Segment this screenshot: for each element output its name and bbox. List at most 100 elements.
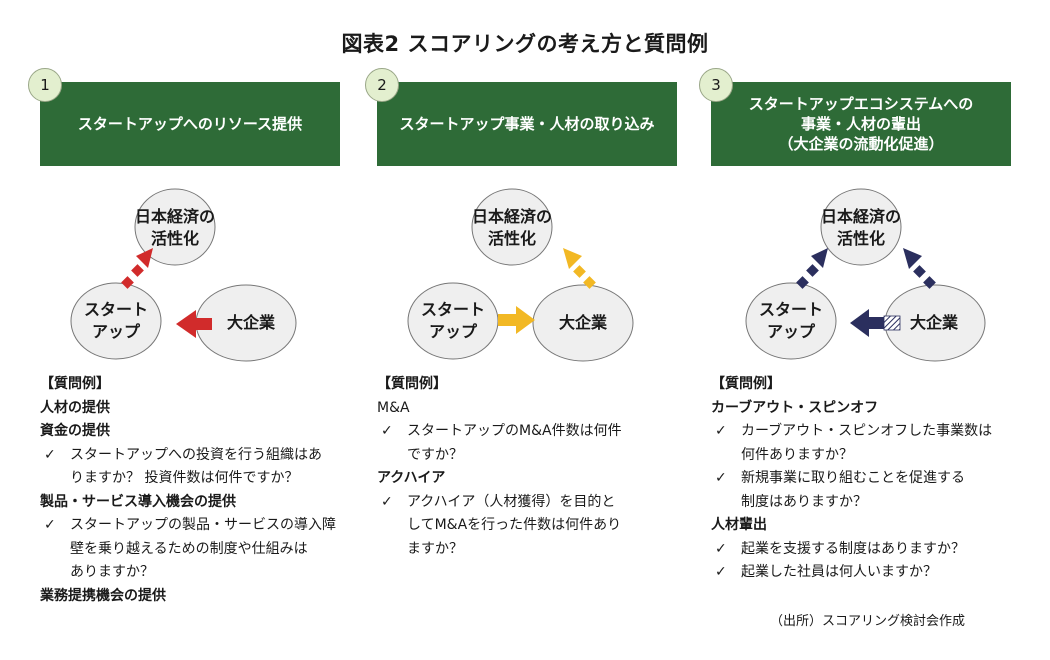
source-note: （出所）スコアリング検討会作成 (770, 614, 966, 629)
arrow-startup-to-corp-head (516, 306, 535, 334)
arrow-corp-to-startup-shaft (869, 317, 884, 329)
q-text: 何件ありますか？ (741, 446, 853, 463)
relationship-diagram: 日本経済の 活性化 スタート アップ 大企業 (40, 178, 340, 368)
q-text: ますか？ (407, 540, 463, 557)
column-3: 3 スタートアップエコシステムへの 事業・人材の輩出 （大企業の流動化促進） (699, 0, 1011, 660)
step-number: 2 (365, 68, 399, 102)
q-check-item: ✓ スタートアップへの投資を行う組織はあ (40, 444, 370, 468)
arrow-startup-to-economy-head (136, 248, 153, 268)
diagram-svg (745, 188, 986, 362)
q-text: してM&Aを行った件数は何件あり (407, 517, 622, 533)
arrow-startup-to-corp-shaft (498, 314, 516, 326)
step-number: 3 (699, 68, 733, 102)
node-corporate-label: 大企業 (558, 313, 607, 332)
arrow-corp-to-startup-head (176, 310, 196, 338)
q-text: ですか？ (407, 446, 463, 463)
arrow-corp-to-economy-head (563, 248, 582, 269)
check-icon: ✓ (715, 564, 727, 580)
check-icon: ✓ (381, 423, 393, 439)
arrow-startup-to-economy-dash2 (806, 264, 819, 277)
diagram-svg (407, 188, 634, 362)
q-text: ありますか？ (70, 564, 154, 580)
node-economy (134, 188, 216, 266)
q-heading: カーブアウト・スピンオフ (711, 399, 879, 416)
q-heading: 【質問例】 (377, 376, 447, 392)
node-corporate-label: 大企業 (226, 313, 275, 332)
q-check-item: ✓ カーブアウト・スピンオフした事業数は (711, 420, 1041, 444)
q-text: 起業した社員は何人いますか？ (741, 564, 937, 580)
node-startup (745, 282, 837, 360)
q-check-item: ✓ 起業を支援する制度はありますか？ (711, 538, 1041, 562)
q-continuation: 壁を乗り越えるための制度や仕組みは (40, 538, 370, 562)
diagram-svg (70, 188, 297, 362)
q-heading: 人材輩出 (711, 517, 767, 533)
node-corporate-label: 大企業 (909, 313, 958, 332)
column-header: スタートアップへのリソース提供 (40, 82, 340, 166)
arrow-corp-to-startup-shaft (196, 318, 212, 330)
arrow-corp-to-startup-head (850, 309, 869, 337)
q-check-item: ✓ スタートアップの製品・サービスの導入障 (40, 514, 370, 538)
check-icon: ✓ (44, 517, 56, 533)
node-startup (70, 282, 162, 360)
question-list: 【質問例】 人材の提供 資金の提供 ✓スタートアップへの投資を行う組織はあ りま… (40, 373, 370, 608)
node-economy-label: 日本経済の 活性化 (821, 207, 902, 248)
q-check-item: ✓ アクハイア（人材獲得）を目的と (377, 491, 707, 515)
arrow-corp-to-startup-tail (883, 315, 901, 331)
q-check-item: ✓ スタートアップのM&A件数は何件 (377, 420, 707, 444)
node-economy-label: 日本経済の 活性化 (135, 207, 216, 248)
q-heading: 【質問例】 (711, 376, 781, 392)
q-heading: 製品・サービス導入機会の提供 (40, 493, 236, 510)
column-2: 2 スタートアップ事業・人材の取り込み 日本経済の 活性化 スタート アップ 大… (365, 0, 677, 660)
question-list: 【質問例】 M&A ✓スタートアップのM&A件数は何件 ですか？ アクハイア ✓… (377, 373, 707, 561)
arrow-startup-to-economy-dash2 (131, 264, 144, 277)
arrow-corp-to-economy-dash2 (913, 265, 926, 278)
figure-title: 図表2 スコアリングの考え方と質問例 (341, 32, 709, 56)
node-startup-label: スタート アップ (420, 300, 485, 341)
column-header: スタートアップ事業・人材の取り込み (377, 82, 677, 166)
q-heading: 業務提携機会の提供 (40, 587, 166, 604)
q-continuation: 何件ありますか？ (711, 444, 1041, 468)
q-text: アクハイア（人材獲得）を目的と (407, 493, 616, 510)
q-text: スタートアップの製品・サービスの導入障 (70, 517, 336, 533)
q-text: 新規事業に取り組むことを促進する (741, 470, 965, 486)
node-startup-label: スタート アップ (758, 300, 823, 341)
arrow-startup-to-economy-dash1 (121, 276, 134, 289)
q-text: カーブアウト・スピンオフした事業数は (741, 423, 993, 439)
node-startup-label: スタート アップ (83, 300, 148, 341)
q-continuation: ますか？ (377, 538, 707, 562)
column-1: 1 スタートアップへのリソース提供 日本経済の 活性化 スタート アップ 大企業 (28, 0, 340, 660)
question-list: 【質問例】 カーブアウト・スピンオフ ✓ カーブアウト・スピンオフした事業数は 何… (711, 373, 1041, 585)
relationship-diagram: 日本経済の 活性化 スタート アップ 大企業 (711, 178, 1011, 368)
q-continuation: してM&Aを行った件数は何件あり (377, 514, 707, 538)
arrow-corp-to-economy-head (903, 248, 922, 269)
q-text: スタートアップのM&A件数は何件 (407, 423, 622, 439)
q-continuation: りますか？ 投資件数は何件ですか？ (40, 467, 370, 491)
column-header: スタートアップエコシステムへの 事業・人材の輩出 （大企業の流動化促進） (711, 82, 1011, 166)
node-economy (820, 188, 902, 266)
q-heading: 【質問例】 (40, 376, 110, 392)
q-text: りますか？ 投資件数は何件ですか？ (70, 470, 299, 486)
q-continuation: ありますか？ (40, 561, 370, 585)
q-continuation: 制度はありますか？ (711, 491, 1041, 515)
arrow-startup-to-economy-head (811, 248, 828, 268)
q-heading: 資金の提供 (40, 423, 110, 439)
check-icon: ✓ (44, 446, 56, 463)
node-economy (471, 188, 553, 266)
step-number: 1 (28, 68, 62, 102)
check-icon: ✓ (715, 470, 727, 486)
node-corporate (532, 284, 634, 362)
relationship-diagram: 日本経済の 活性化 スタート アップ 大企業 (377, 178, 677, 368)
check-icon: ✓ (381, 493, 393, 510)
q-text: スタートアップへの投資を行う組織はあ (70, 446, 322, 463)
q-continuation: ですか？ (377, 444, 707, 468)
check-icon: ✓ (715, 540, 727, 557)
q-check-item: ✓ 新規事業に取り組むことを促進する (711, 467, 1041, 491)
q-check-item: ✓ 起業した社員は何人いますか？ (711, 561, 1041, 585)
q-topic: M&A (377, 399, 410, 416)
node-economy-label: 日本経済の 活性化 (472, 207, 553, 248)
q-text: 制度はありますか？ (741, 493, 867, 510)
check-icon: ✓ (715, 423, 727, 439)
arrow-corp-to-economy-dash2 (573, 265, 586, 278)
q-text: 壁を乗り越えるための制度や仕組みは (70, 540, 308, 557)
q-text: 起業を支援する制度はありますか？ (741, 540, 965, 557)
